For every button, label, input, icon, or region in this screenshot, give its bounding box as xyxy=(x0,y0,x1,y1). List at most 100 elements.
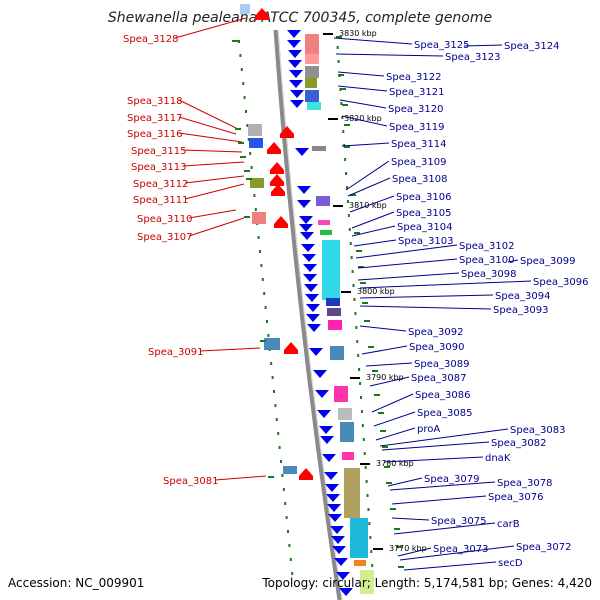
forward-gene-block xyxy=(240,4,250,14)
right-gene-label[interactable]: Spea_3122 xyxy=(386,72,441,83)
position-tick xyxy=(356,250,362,252)
left-gene-label[interactable]: Spea_3115 xyxy=(131,146,186,157)
right-gene-label[interactable]: Spea_3123 xyxy=(445,52,500,63)
right-gene-label[interactable]: Spea_3114 xyxy=(391,139,446,150)
guide-dot xyxy=(247,138,250,141)
left-gene-label[interactable]: Spea_3113 xyxy=(131,162,186,173)
right-gene-label[interactable]: Spea_3079 xyxy=(424,474,479,485)
right-gene-label[interactable]: secD xyxy=(498,558,523,569)
right-label-connector xyxy=(357,272,460,281)
right-gene-label[interactable]: Spea_3076 xyxy=(488,492,543,503)
reverse-gene-arrow xyxy=(287,30,301,38)
reverse-gene-arrow xyxy=(304,284,318,292)
right-gene-label[interactable]: Spea_3105 xyxy=(396,208,451,219)
guide-dot xyxy=(361,424,364,427)
right-gene-label[interactable]: Spea_3090 xyxy=(409,342,464,353)
right-gene-label[interactable]: Spea_3087 xyxy=(411,373,466,384)
position-tick xyxy=(380,430,386,432)
right-gene-label[interactable]: Spea_3086 xyxy=(415,390,470,401)
right-gene-label[interactable]: Spea_3075 xyxy=(431,516,486,527)
guide-dot xyxy=(371,564,374,567)
position-tick xyxy=(394,528,400,530)
right-gene-label[interactable]: Spea_3124 xyxy=(504,41,559,52)
right-gene-label[interactable]: Spea_3125 xyxy=(414,40,469,51)
gene-block xyxy=(350,518,368,558)
right-gene-label[interactable]: Spea_3100 xyxy=(459,255,514,266)
right-gene-label[interactable]: Spea_3085 xyxy=(417,408,472,419)
right-gene-label[interactable]: Spea_3121 xyxy=(389,87,444,98)
left-gene-label[interactable]: Spea_3081 xyxy=(163,476,218,487)
guide-dot xyxy=(249,152,252,155)
forward-gene-arrow xyxy=(267,142,281,154)
right-gene-label[interactable]: Spea_3104 xyxy=(397,222,452,233)
position-tick xyxy=(360,282,366,284)
right-gene-label[interactable]: Spea_3082 xyxy=(491,438,546,449)
reverse-gene-arrow xyxy=(288,50,302,58)
left-gene-label[interactable]: Spea_3117 xyxy=(127,113,182,124)
genome-backbone xyxy=(273,29,343,600)
right-label-connector xyxy=(347,177,391,197)
right-gene-label[interactable]: Spea_3099 xyxy=(520,256,575,267)
right-label-connector xyxy=(381,441,490,451)
guide-dot xyxy=(261,278,264,281)
right-label-connector xyxy=(357,258,458,269)
right-label-connector xyxy=(359,325,407,332)
right-gene-label[interactable]: Spea_3096 xyxy=(533,277,588,288)
right-gene-label[interactable]: Spea_3089 xyxy=(414,359,469,370)
right-label-connector xyxy=(345,160,390,191)
gene-block xyxy=(330,346,344,360)
gene-block xyxy=(340,422,354,442)
right-gene-label[interactable]: Spea_3072 xyxy=(516,542,571,553)
left-gene-label[interactable]: Spea_3110 xyxy=(137,214,192,225)
left-gene-label[interactable]: Spea_3091 xyxy=(148,347,203,358)
right-gene-label[interactable]: dnaK xyxy=(485,453,511,464)
right-gene-label[interactable]: Spea_3119 xyxy=(389,122,444,133)
guide-dot xyxy=(347,214,350,217)
right-gene-label[interactable]: Spea_3102 xyxy=(459,241,514,252)
right-gene-label[interactable]: Spea_3106 xyxy=(396,192,451,203)
right-label-connector xyxy=(463,44,503,47)
right-gene-label[interactable]: Spea_3103 xyxy=(398,236,453,247)
guide-dot xyxy=(257,236,260,239)
position-tick xyxy=(344,124,350,126)
right-gene-label[interactable]: Spea_3108 xyxy=(392,174,447,185)
left-gene-label[interactable]: Spea_3112 xyxy=(133,179,188,190)
guide-dot xyxy=(353,298,356,301)
guide-dot xyxy=(348,228,351,231)
right-gene-label[interactable]: Spea_3078 xyxy=(497,478,552,489)
position-tick xyxy=(268,476,274,478)
position-tick xyxy=(372,370,378,372)
right-gene-label[interactable]: carB xyxy=(497,519,520,530)
left-gene-label[interactable]: Spea_3111 xyxy=(133,195,188,206)
reverse-gene-arrow xyxy=(339,588,353,596)
guide-dot xyxy=(242,82,245,85)
right-label-connector xyxy=(361,345,408,355)
left-gene-label[interactable]: Spea_3116 xyxy=(127,129,182,140)
guide-dot xyxy=(281,474,284,477)
right-gene-label[interactable]: Spea_3094 xyxy=(495,291,550,302)
right-gene-label[interactable]: Spea_3120 xyxy=(388,104,443,115)
guide-dot xyxy=(275,418,278,421)
guide-dot xyxy=(280,460,282,463)
scale-label: 3790 kbp xyxy=(366,373,404,382)
position-tick xyxy=(362,302,368,304)
position-tick xyxy=(354,232,360,234)
position-tick xyxy=(374,394,380,396)
left-gene-label[interactable]: Spea_3107 xyxy=(137,232,192,243)
position-tick xyxy=(238,142,244,144)
reverse-gene-arrow xyxy=(322,454,336,462)
right-gene-label[interactable]: proA xyxy=(417,424,440,435)
guide-dot xyxy=(369,536,372,539)
right-gene-label[interactable]: Spea_3109 xyxy=(391,157,446,168)
right-gene-label[interactable]: Spea_3092 xyxy=(408,327,463,338)
right-gene-label[interactable]: Spea_3073 xyxy=(433,544,488,555)
guide-dot xyxy=(254,208,257,211)
left-gene-label[interactable]: Spea_3128 xyxy=(123,34,178,45)
right-gene-label[interactable]: Spea_3083 xyxy=(510,425,565,436)
left-gene-label[interactable]: Spea_3118 xyxy=(127,96,182,107)
right-gene-label[interactable]: Spea_3093 xyxy=(493,305,548,316)
right-label-connector xyxy=(389,481,496,491)
reverse-gene-arrow xyxy=(290,100,304,108)
position-tick xyxy=(378,412,384,414)
right-gene-label[interactable]: Spea_3098 xyxy=(461,269,516,280)
